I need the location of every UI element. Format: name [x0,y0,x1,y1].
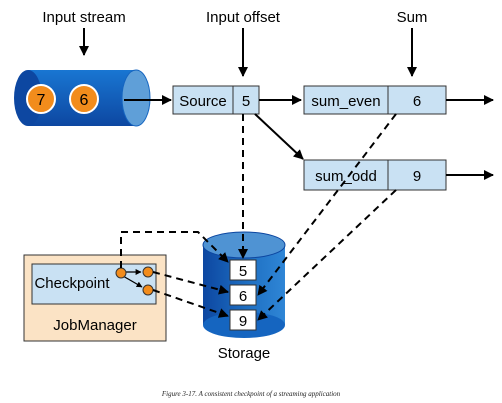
stream-event-6-text: 6 [80,92,89,109]
storage-value-offset: 5 [239,263,247,280]
sum-even-value: 6 [413,93,421,110]
sum-odd-snapshot-arrow [257,189,397,321]
checkpoint-to-storage-offset [120,231,229,268]
stream-event-7-text: 7 [37,92,46,109]
sum-even-label: sum_even [311,93,380,110]
tree-edge-bottom [122,275,143,288]
sum-odd-value: 9 [413,168,421,185]
source-box: Source 5 [172,85,260,115]
checkpoint-box: Checkpoint [31,263,157,305]
jobmanager-label: JobManager [53,317,136,334]
checkpoint-to-storage-sum-even [152,271,229,295]
stream-event-7: 7 [26,84,56,114]
storage-label: Storage [218,345,271,362]
checkpoint-label: Checkpoint [34,275,110,292]
input-stream-label: Input stream [42,9,125,26]
sum-odd-label: sum_odd [315,168,377,185]
sum-label: Sum [397,9,428,26]
source-to-sum-odd-arrow [254,113,304,160]
sum-even-box: sum_even 6 [303,85,447,115]
storage-value-list: 5 6 9 [229,259,257,331]
storage-value-sum-even: 6 [239,288,247,305]
input-offset-label: Input offset [206,9,281,26]
source-offset: 5 [242,93,250,110]
stream-event-6: 6 [69,84,99,114]
checkpoint-to-storage-sum-odd [152,289,229,318]
storage-cell-sum-even [229,284,257,306]
checkpoint-node-bottom [142,284,154,296]
source-label: Source [179,93,227,110]
storage-value-sum-odd: 9 [239,313,247,330]
storage-cell-sum-odd [229,309,257,331]
checkpoint-node-top [142,266,154,278]
sum-odd-box: sum_odd 9 [303,159,447,191]
checkpoint-root-node [115,267,127,279]
sum-even-snapshot-arrow [257,113,397,296]
figure-caption: Figure 3-17. A consistent checkpoint of … [161,390,341,398]
storage-cell-offset [229,259,257,281]
